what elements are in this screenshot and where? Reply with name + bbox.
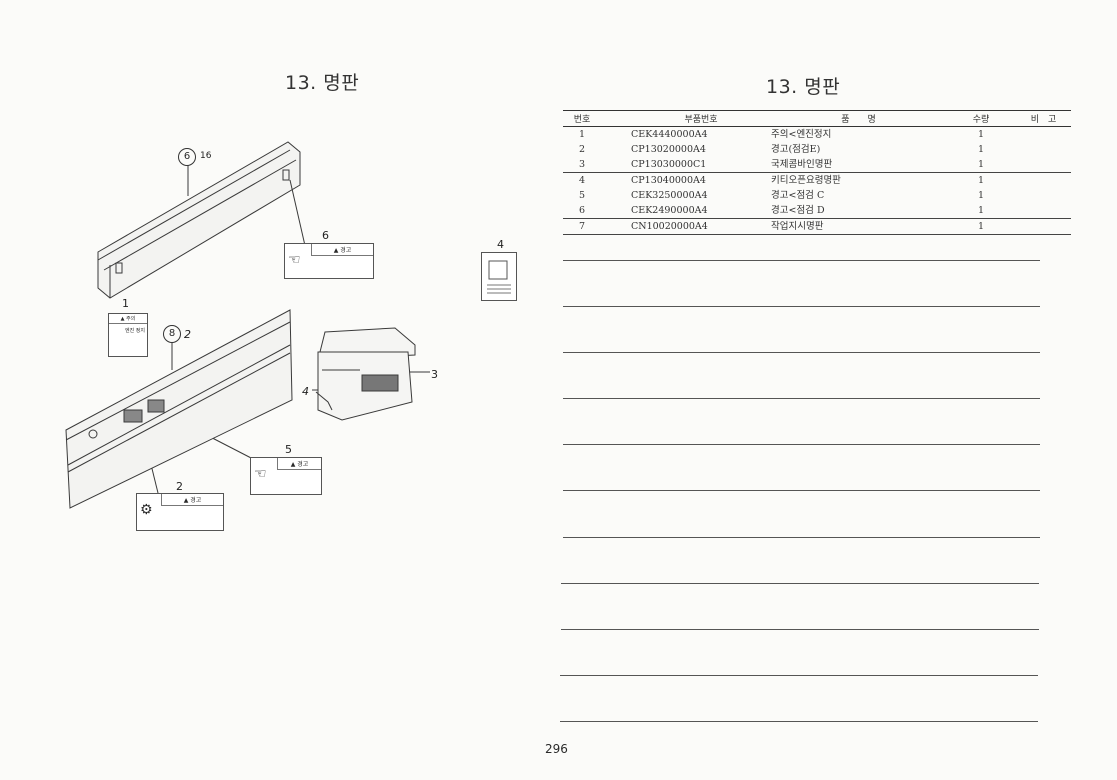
table-row: 6 CEK2490000A4 경고<점검 D 1 bbox=[563, 203, 1071, 219]
blank-rule bbox=[563, 490, 1040, 491]
blank-rule bbox=[561, 583, 1039, 584]
decal-caution-header: ▲ 주의 bbox=[109, 314, 147, 324]
lower-side-cover bbox=[65, 309, 293, 509]
cell-note bbox=[1016, 172, 1071, 188]
decal-caution-text: 주의 bbox=[126, 316, 136, 322]
decal-5-warning-text: 경고 bbox=[297, 461, 309, 468]
left-page-title: 13. 명판 bbox=[285, 72, 360, 94]
decal-caution-engine-stop: ▲ 주의 엔진 정지 bbox=[108, 313, 148, 357]
cell-no: 2 bbox=[578, 144, 586, 155]
table-row: 3 CP13030000C1 국제콤바인명판 1 bbox=[563, 157, 1071, 173]
blank-rule bbox=[563, 444, 1040, 445]
blank-rule bbox=[560, 675, 1038, 676]
label-number-5: 5 bbox=[285, 443, 292, 456]
cell-part: CP13030000C1 bbox=[631, 159, 707, 170]
blank-rule bbox=[563, 398, 1040, 399]
table-row: 7 CN10020000A4 작업지시명판 1 bbox=[563, 218, 1071, 235]
decal-2-header: ▲ 경고 bbox=[161, 494, 223, 506]
decal-6-header: ▲ 경고 bbox=[311, 244, 373, 256]
decal-warning-6: ▲ 경고 ☜ bbox=[284, 243, 374, 279]
cell-note bbox=[1016, 142, 1071, 157]
table-row: 1 CEK4440000A4 주의<엔진정지 1 bbox=[563, 127, 1071, 143]
cell-no: 6 bbox=[578, 205, 586, 216]
cell-qty: 1 bbox=[977, 129, 985, 140]
cell-name: 경고<점검 D bbox=[771, 205, 825, 216]
label-number-4: 4 bbox=[497, 238, 504, 251]
label-number-1: 1 bbox=[122, 297, 129, 310]
instruction-sketch bbox=[487, 260, 511, 294]
cell-no: 1 bbox=[578, 129, 586, 140]
cell-no: 7 bbox=[563, 218, 601, 235]
parts-illustration bbox=[65, 141, 430, 509]
cell-part: CP13040000A4 bbox=[601, 172, 771, 188]
cell-note bbox=[1016, 127, 1071, 143]
decal-6-warning-text: 경고 bbox=[340, 247, 352, 254]
label-number-6: 6 bbox=[322, 229, 329, 242]
cell-no: 5 bbox=[578, 190, 586, 201]
cell-qty: 1 bbox=[977, 190, 985, 201]
table-header-row: 번호 부품번호 품 명 수량 비 고 bbox=[563, 110, 1071, 127]
decal-engine-stop-text: 엔진 정지 bbox=[125, 328, 145, 334]
cell-name: 경고<점검 C bbox=[771, 190, 825, 201]
cell-part: CEK3250000A4 bbox=[631, 190, 708, 201]
callout-qty-16: 16 bbox=[200, 151, 212, 161]
col-header-name: 품 명 bbox=[771, 110, 946, 127]
col-header-note: 비 고 bbox=[1016, 110, 1071, 127]
page-number: 296 bbox=[545, 742, 568, 756]
cell-part: CN10020000A4 bbox=[601, 218, 771, 235]
col-header-no: 번호 bbox=[563, 110, 601, 127]
cell-part: CEK2490000A4 bbox=[631, 205, 708, 216]
cell-no: 3 bbox=[578, 159, 586, 170]
table-row: 2 CP13020000A4 경고(점검E) 1 bbox=[563, 142, 1071, 157]
decal-warning-2: ▲ 경고 ⚙ bbox=[136, 493, 224, 531]
blank-rule bbox=[560, 721, 1038, 722]
label-number-4-side: 4 bbox=[302, 385, 309, 398]
blank-rule bbox=[561, 629, 1039, 630]
right-page-title: 13. 명판 bbox=[766, 76, 841, 98]
cell-qty: 1 bbox=[946, 218, 1016, 235]
upper-cover-panel bbox=[97, 141, 301, 299]
cell-note bbox=[1016, 218, 1071, 235]
label-number-3: 3 bbox=[431, 368, 438, 381]
cell-qty: 1 bbox=[977, 144, 985, 155]
cell-name: 키티오픈요령명판 bbox=[771, 172, 946, 188]
gear-hazard-icon: ⚙ bbox=[140, 502, 153, 518]
col-header-part-no: 부품번호 bbox=[601, 110, 771, 127]
blank-rule bbox=[563, 537, 1040, 538]
callout-circle-8: 8 bbox=[163, 325, 181, 343]
machine-sketch bbox=[315, 327, 416, 421]
hand-hazard-icon: ☜ bbox=[254, 466, 267, 482]
table-row: 5 CEK3250000A4 경고<점검 C 1 bbox=[563, 188, 1071, 203]
cell-name: 작업지시명판 bbox=[771, 218, 946, 235]
callout-qty-2: 2 bbox=[184, 328, 191, 341]
blank-rule bbox=[563, 306, 1040, 307]
cell-name: 국제콤바인명판 bbox=[771, 159, 833, 170]
table-row: 4 CP13040000A4 키티오픈요령명판 1 bbox=[563, 172, 1071, 188]
cell-name: 경고(점검E) bbox=[771, 144, 821, 155]
callout-circle-6: 6 bbox=[178, 148, 196, 166]
blank-rule bbox=[563, 352, 1040, 353]
decal-warning-5: ▲ 경고 ☜ bbox=[250, 457, 322, 495]
cell-qty: 1 bbox=[946, 172, 1016, 188]
cell-no: 4 bbox=[563, 172, 601, 188]
cell-part: CEK4440000A4 bbox=[631, 129, 708, 140]
decal-5-header: ▲ 경고 bbox=[277, 458, 321, 470]
parts-list-table: 번호 부품번호 품 명 수량 비 고 1 CEK4440000A4 주의<엔진정… bbox=[563, 110, 1071, 235]
cell-note bbox=[1016, 188, 1071, 203]
cell-name: 주의<엔진정지 bbox=[771, 129, 832, 140]
cell-note bbox=[1016, 157, 1071, 173]
cell-note bbox=[1016, 203, 1071, 219]
blank-rule bbox=[563, 260, 1040, 261]
cell-qty: 1 bbox=[977, 205, 985, 216]
col-header-qty: 수량 bbox=[946, 110, 1016, 127]
hand-hazard-icon: ☜ bbox=[288, 252, 301, 268]
cell-part: CP13020000A4 bbox=[631, 144, 706, 155]
decal-2-warning-text: 경고 bbox=[190, 497, 202, 504]
label-number-2: 2 bbox=[176, 480, 183, 493]
parts-table: 번호 부품번호 품 명 수량 비 고 1 CEK4440000A4 주의<엔진정… bbox=[563, 110, 1071, 235]
decal-key-open-instruction bbox=[481, 252, 517, 301]
cell-qty: 1 bbox=[977, 159, 985, 170]
